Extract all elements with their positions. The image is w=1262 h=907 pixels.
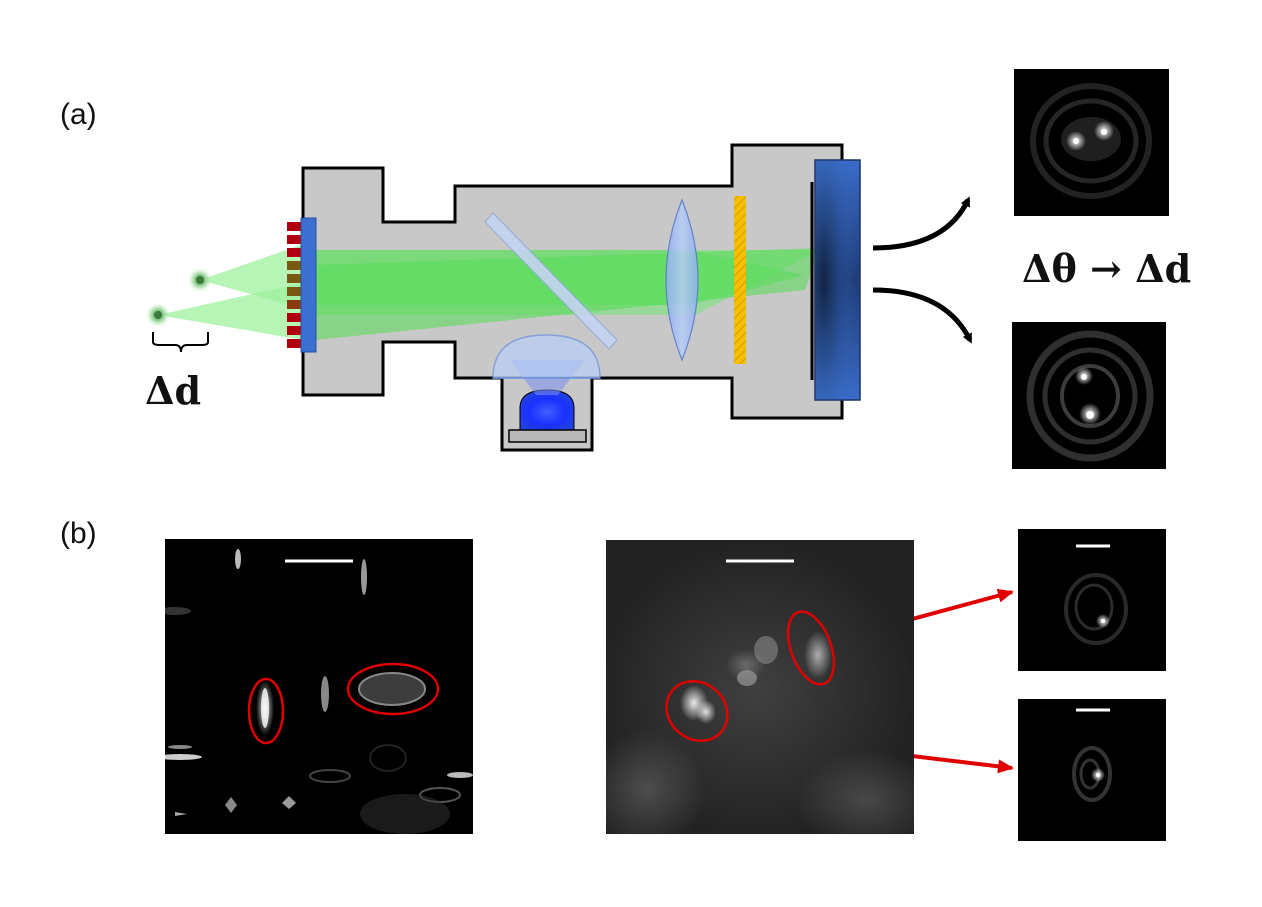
psf-image-lower [1012,322,1166,469]
panel-a-label: (a) [60,98,97,131]
focusing-lens [665,198,699,362]
panel-b-label: (b) [60,517,97,550]
slm-plate [300,217,317,353]
delta-d-label: Δd [145,368,202,413]
emission-filter [734,196,746,364]
hemisphere-lens [492,334,601,379]
microscopy-image-beads [165,539,473,834]
annotation-ellipse-bead-2 [346,662,440,716]
delta-theta-mapping-label: Δθ → Δd [1022,246,1192,291]
annotation-ellipse-cell-2 [786,610,836,686]
psf-image-upper [1014,69,1169,216]
arrow-upper [872,196,971,251]
beam-splitter [484,212,618,350]
delta-d-brace [152,332,209,353]
psf-crop-upper [1018,529,1166,671]
psf-crop-lower [1018,699,1166,841]
annotation-ellipse-bead-1 [247,677,285,745]
led-base [508,429,587,443]
phase-mask [287,222,301,348]
arrow-lower [872,287,973,344]
led-dome [519,389,575,431]
microscopy-image-cells [606,540,914,834]
annotation-ellipse-cell-1 [665,680,729,742]
